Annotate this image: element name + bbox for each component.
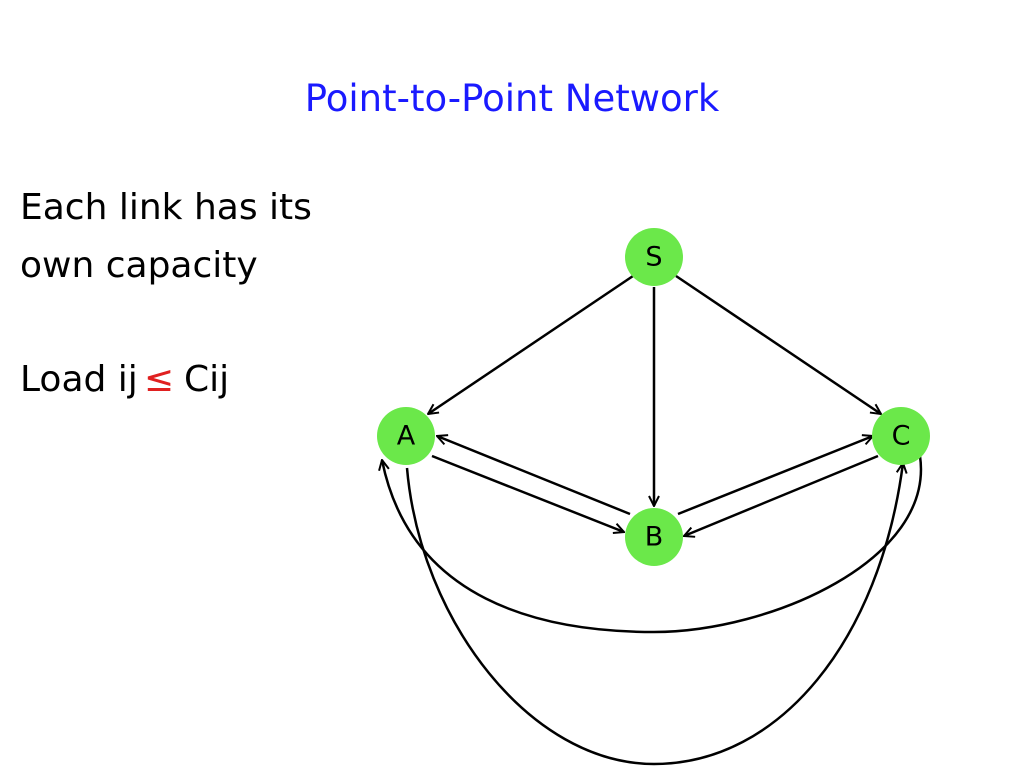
node-a-label: A [397, 421, 416, 452]
edge-b-to-a [437, 436, 631, 516]
edge-s-to-a [428, 274, 634, 414]
edge-c-to-b [684, 454, 879, 536]
load-suffix: Cij [183, 359, 230, 400]
edge-a-to-b [431, 454, 624, 532]
node-a-circle [377, 407, 435, 465]
node-c-circle [872, 407, 930, 465]
node-b: B [625, 508, 683, 566]
node-b-circle [625, 508, 683, 566]
node-a: A [377, 407, 435, 465]
leq-symbol: ≤ [143, 359, 174, 400]
node-b-label: B [645, 522, 664, 553]
load-constraint: Load ij≤Cij [20, 358, 229, 402]
load-prefix: Load ij [20, 359, 138, 400]
node-c: C [872, 407, 930, 465]
edge-b-to-c [677, 436, 873, 516]
edge-c-to-a-curve [382, 455, 923, 634]
node-s-circle [625, 228, 683, 286]
node-s: S [625, 228, 683, 286]
capacity-text-line-1: Each link has its [20, 187, 312, 228]
edge-s-to-c [675, 274, 881, 414]
node-s-label: S [645, 242, 662, 273]
edge-a-to-c-curve [405, 463, 903, 766]
capacity-text-line-2: own capacity [20, 245, 258, 286]
slide-title: Point-to-Point Network [304, 77, 720, 120]
node-c-label: C [892, 421, 911, 452]
